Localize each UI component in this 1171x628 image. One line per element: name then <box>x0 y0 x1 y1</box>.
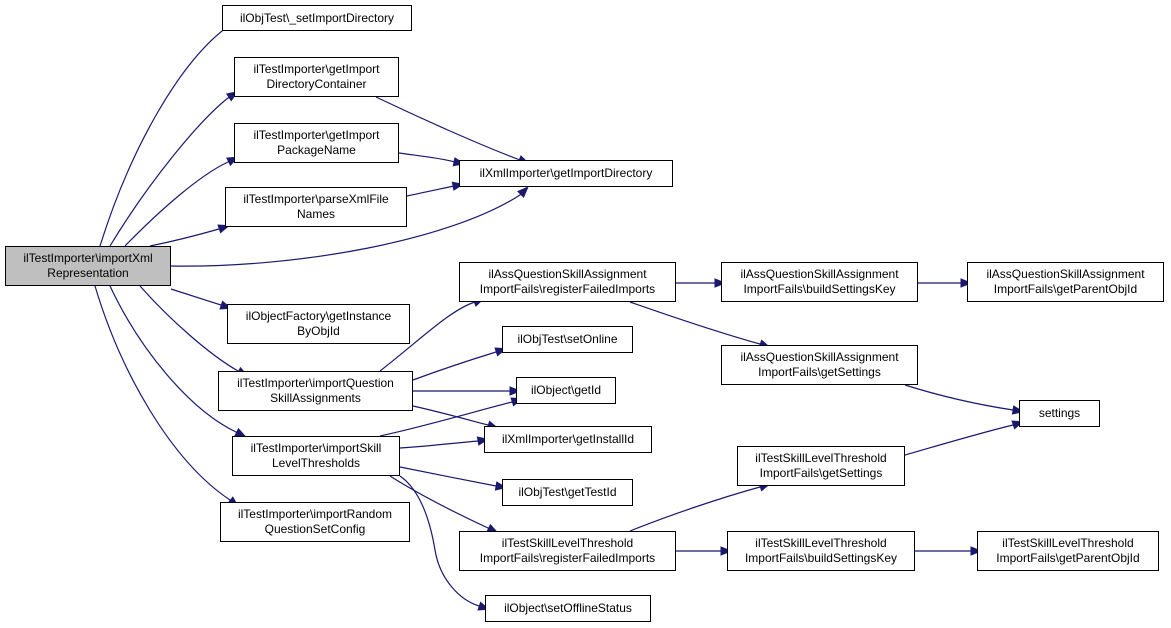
node-label-line: ilTestImporter\importQuestion <box>237 376 394 390</box>
edge-from-root <box>109 93 235 247</box>
node-set-online[interactable]: ilObjTest\setOnline <box>502 326 633 353</box>
edge-from-root <box>94 285 236 505</box>
node-label-line: ilObject\setOfflineStatus <box>504 601 632 615</box>
node-label-line: ilXmlImporter\getInstallId <box>501 432 635 446</box>
node-label-line: settings <box>1038 406 1081 420</box>
edge-from-get-import-directory-container <box>375 96 526 163</box>
node-label-line: ImportFails\getParentObjId <box>993 282 1138 296</box>
node-label-line: ilTestSkillLevelThreshold <box>755 536 887 550</box>
node-label-line: ilTestImporter\importRandom <box>237 507 393 521</box>
node-get-id[interactable]: ilObject\getId <box>516 377 616 404</box>
node-label-line: DirectoryContainer <box>266 77 367 91</box>
edge-from-import-question-skill-assignments <box>412 349 503 381</box>
node-set-offline-status[interactable]: ilObject\setOfflineStatus <box>485 595 651 622</box>
node-label-line: ilTestImporter\parseXmlFile <box>243 192 389 206</box>
node-label-line: Names <box>296 207 335 221</box>
node-get-import-directory[interactable]: ilXmlImporter\getImportDirectory <box>459 160 673 187</box>
node-label-line: ilObject\getId <box>530 383 602 397</box>
edge-from-root <box>170 288 228 308</box>
arrowhead <box>517 186 529 198</box>
edge-from-root <box>109 285 243 436</box>
node-label-line: ilTestSkillLevelThreshold <box>501 536 634 550</box>
edge-from-tslt-get-settings <box>904 422 1020 456</box>
node-label-line: ilObjTest\_setImportDirectory <box>239 10 395 25</box>
node-label-line: ilTestImporter\importXml <box>23 251 153 265</box>
arrowhead <box>960 278 973 288</box>
node-label-line: ImportFails\buildSettingsKey <box>744 551 898 565</box>
node-get-test-id[interactable]: ilObjTest\getTestId <box>502 479 633 506</box>
edge-from-import-skill-level-thresholds <box>399 466 503 488</box>
edge-from-import-skill-level-thresholds <box>389 475 495 532</box>
arrowhead <box>217 224 231 234</box>
node-label-line: QuestionSetConfig <box>264 522 366 536</box>
node-label-line: ilTestImporter\importSkill <box>250 441 382 455</box>
node-label-line: ImportFails\getSettings <box>759 466 883 480</box>
edge-from-parse-xml-file-names <box>406 184 460 197</box>
node-label-line: ImportFails\buildSettingsKey <box>743 282 896 296</box>
node-label-line: ilAssQuestionSkillAssignment <box>986 267 1145 281</box>
edge-from-import-question-skill-assignments <box>412 405 495 428</box>
edge-from-import-skill-level-thresholds <box>399 439 485 449</box>
node-get-install-id[interactable]: ilXmlImporter\getInstallId <box>484 426 652 453</box>
node-label-line: ilAssQuestionSkillAssignment <box>488 267 647 281</box>
node-label-line: PackageName <box>277 143 356 157</box>
edge-from-aqsa-get-settings <box>904 384 1020 412</box>
node-label-line: ilObjTest\setOnline <box>517 332 618 346</box>
edge-from-root <box>99 20 237 247</box>
edge-from-tslt-register-failed-imports <box>629 484 767 532</box>
node-label-line: ilXmlImporter\getImportDirectory <box>479 166 653 180</box>
node-label-line: ilTestSkillLevelThreshold <box>1002 536 1134 550</box>
node-label-line: Representation <box>47 266 129 280</box>
node-label-line: LevelThresholds <box>271 456 361 470</box>
node-label-line: ilAssQuestionSkillAssignment <box>740 267 899 281</box>
node-label-line: ImportFails\registerFailedImports <box>479 551 656 565</box>
edge-from-get-import-package-name <box>398 152 461 164</box>
edge-from-root <box>124 158 235 247</box>
edge-from-aqsa-register-failed-imports <box>629 301 767 347</box>
node-label-line: ByObjId <box>297 324 340 338</box>
edges <box>94 18 1025 611</box>
edge-from-import-skill-level-thresholds <box>379 399 519 437</box>
edge-from-root <box>139 285 245 375</box>
edge-from-root <box>149 226 226 247</box>
node-label-line: ImportFails\getParentObjId <box>996 551 1140 565</box>
arrowhead <box>720 546 733 556</box>
node-label-line: ImportFails\registerFailedImports <box>479 282 656 296</box>
node-label-line: ilTestImporter\getImport <box>253 128 380 142</box>
edge-from-import-question-skill-assignments <box>379 299 481 372</box>
node-label-line: ilAssQuestionSkillAssignment <box>740 350 899 364</box>
edge-from-root <box>170 189 526 267</box>
node-label-line: ilObjTest\getTestId <box>518 485 617 499</box>
node-label-line: ilObjectFactory\getInstance <box>245 309 392 323</box>
node-label-line: SkillAssignments <box>270 391 361 405</box>
node-settings[interactable]: settings <box>1019 400 1100 427</box>
node-label-line: ilTestImporter\getImport <box>253 62 380 76</box>
arrowhead <box>714 278 727 288</box>
node-label-line: ilTestSkillLevelThreshold <box>755 451 887 465</box>
arrowhead <box>970 546 983 556</box>
node-label-line: ImportFails\getSettings <box>758 365 881 379</box>
node-set-import-directory[interactable]: ilObjTest\_setImportDirectory <box>222 5 412 31</box>
arrowhead <box>509 386 522 396</box>
edge-from-import-skill-level-thresholds <box>399 475 486 609</box>
